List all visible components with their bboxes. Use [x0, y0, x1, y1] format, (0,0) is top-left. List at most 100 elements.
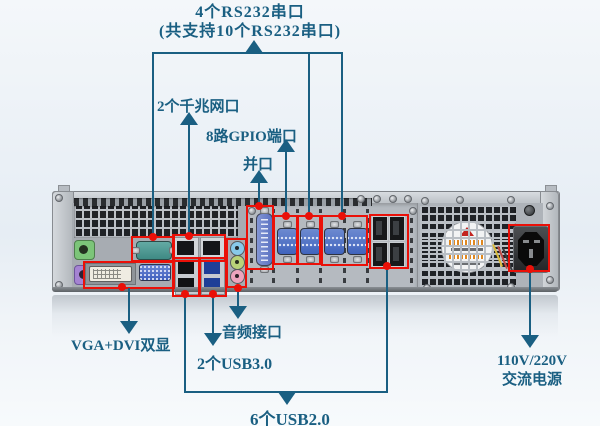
- callout-dot-gpio: [282, 212, 290, 220]
- gpio-jackscrew-top: [283, 221, 292, 228]
- usb2-port-a: [178, 262, 194, 274]
- ethernet-port-2-opening: [203, 241, 220, 255]
- callout-dot-usb3: [209, 290, 217, 298]
- audio-jack-lineout-hole: [235, 260, 239, 264]
- callout-line-usb2-right: [386, 268, 388, 393]
- screw: [248, 207, 256, 215]
- label-rs232: 4个RS232串口 (共支持10个RS232串口): [138, 3, 362, 41]
- usb3-port-a: [204, 262, 220, 274]
- highlight-box-dvi-vga: [83, 261, 175, 289]
- gpio-jackscrew-bottom: [283, 256, 292, 263]
- dvi-port: [89, 266, 132, 282]
- label-usb2: 6个USB2.0: [250, 410, 330, 426]
- screw: [409, 207, 417, 215]
- callout-arrow-lan: [180, 112, 198, 125]
- rs232-1-jackscrew-bottom: [306, 256, 315, 263]
- callout-line-power: [529, 270, 531, 336]
- rs232-3-jackscrew-top: [353, 221, 362, 228]
- callout-line-rs232-slot-b: [341, 52, 343, 215]
- callout-line-rs232-bracket: [153, 52, 343, 54]
- label-power: 110V/220V 交流电源: [489, 352, 575, 390]
- label-usb3: 2个USB3.0: [197, 356, 273, 373]
- label-power-line1: 110V/220V: [496, 353, 567, 369]
- callout-line-lan: [188, 125, 190, 236]
- fan-grille: [420, 206, 516, 287]
- power-pin-ground: [529, 249, 533, 258]
- label-rs232-line1: 4个RS232串口: [195, 4, 305, 21]
- psu-screw-dark: [524, 205, 535, 216]
- callout-dot-audio: [234, 284, 242, 292]
- top-vent-strip: [74, 198, 372, 206]
- power-pin-right: [534, 240, 540, 243]
- callout-line-rs232-onboard: [152, 52, 154, 236]
- ps2-keyboard-pinhole: [79, 245, 88, 254]
- screw: [507, 196, 515, 204]
- callout-arrow-vga-dvi: [120, 321, 138, 334]
- callout-dot-power: [526, 265, 534, 273]
- highlight-box-parallel: [246, 205, 274, 270]
- io-vent-grid: [74, 206, 238, 238]
- callout-dot-serial: [149, 233, 157, 241]
- usb2-slot-port-4: [389, 242, 405, 267]
- screw: [55, 194, 63, 202]
- callout-line-gpio: [285, 152, 287, 215]
- usb2-slot-port-2: [389, 216, 405, 241]
- highlight-box-usb2-slot: [369, 214, 409, 269]
- screw: [546, 276, 554, 284]
- highlight-box-rs232-23: [321, 215, 368, 266]
- callout-line-vga-dvi: [128, 288, 130, 321]
- callout-line-audio: [237, 288, 239, 306]
- screw: [373, 195, 381, 203]
- screw: [404, 195, 412, 203]
- callout-arrow-parallel: [250, 170, 268, 183]
- callout-line-rs232-slot-a: [308, 52, 310, 215]
- screw: [357, 195, 365, 203]
- screw: [389, 195, 397, 203]
- usb2-slot-port-1: [372, 216, 388, 241]
- callout-dot-parallel: [255, 202, 263, 210]
- label-audio: 音频接口: [222, 325, 283, 341]
- highlight-box-rs232-1: [297, 215, 321, 265]
- callout-dot-rs232-23: [338, 212, 346, 220]
- callout-dot-usb2: [181, 290, 189, 298]
- callout-arrow-power: [521, 335, 539, 348]
- label-power-line2: 交流电源: [501, 372, 562, 388]
- callout-dot-vga-dvi: [118, 283, 126, 291]
- ps2-keyboard-port: [74, 240, 95, 260]
- label-parallel: 并口: [243, 157, 274, 173]
- audio-jack-mic: [230, 269, 245, 284]
- label-gpio: 8路GPIO端口: [206, 129, 297, 145]
- parallel-jackscrew-top: [260, 207, 269, 214]
- callout-arrow-audio: [229, 306, 247, 319]
- rs232-db9-port-2: [324, 228, 345, 255]
- rack-flange-left: [52, 191, 74, 291]
- ethernet-port-1-opening: [177, 241, 194, 255]
- rs232-1-jackscrew-top: [306, 221, 315, 228]
- power-pin-left: [523, 240, 529, 243]
- rs232-2-jackscrew-top: [330, 221, 339, 228]
- slot-vent-7: [410, 209, 413, 283]
- callout-dot-usb2-slot: [383, 262, 391, 270]
- vga-port: [139, 264, 171, 281]
- chassis-bottom-edge: [52, 287, 558, 292]
- highlight-box-audio: [226, 238, 247, 288]
- label-rs232-line2: (共支持10个RS232串口): [158, 23, 342, 40]
- callout-arrow-rs232: [245, 40, 263, 53]
- callout-line-usb2-left: [184, 295, 186, 393]
- rs232-3-jackscrew-bottom: [353, 256, 362, 263]
- label-lan: 2个千兆网口: [157, 99, 240, 115]
- audio-jack-linein-hole: [235, 246, 239, 250]
- slot-vent-1: [250, 209, 253, 283]
- callout-line-parallel: [258, 183, 260, 205]
- screw: [456, 196, 464, 204]
- callout-line-usb3: [212, 294, 214, 333]
- rs232-2-jackscrew-bottom: [330, 256, 339, 263]
- callout-arrow-usb2: [278, 392, 296, 405]
- callout-dot-rs232-1: [305, 212, 313, 220]
- callout-dot-ethernet: [185, 232, 193, 240]
- highlight-box-gpio: [273, 215, 298, 265]
- callout-arrow-usb3: [204, 333, 222, 346]
- screw: [546, 202, 554, 210]
- usb2-slot-port-3: [372, 242, 388, 267]
